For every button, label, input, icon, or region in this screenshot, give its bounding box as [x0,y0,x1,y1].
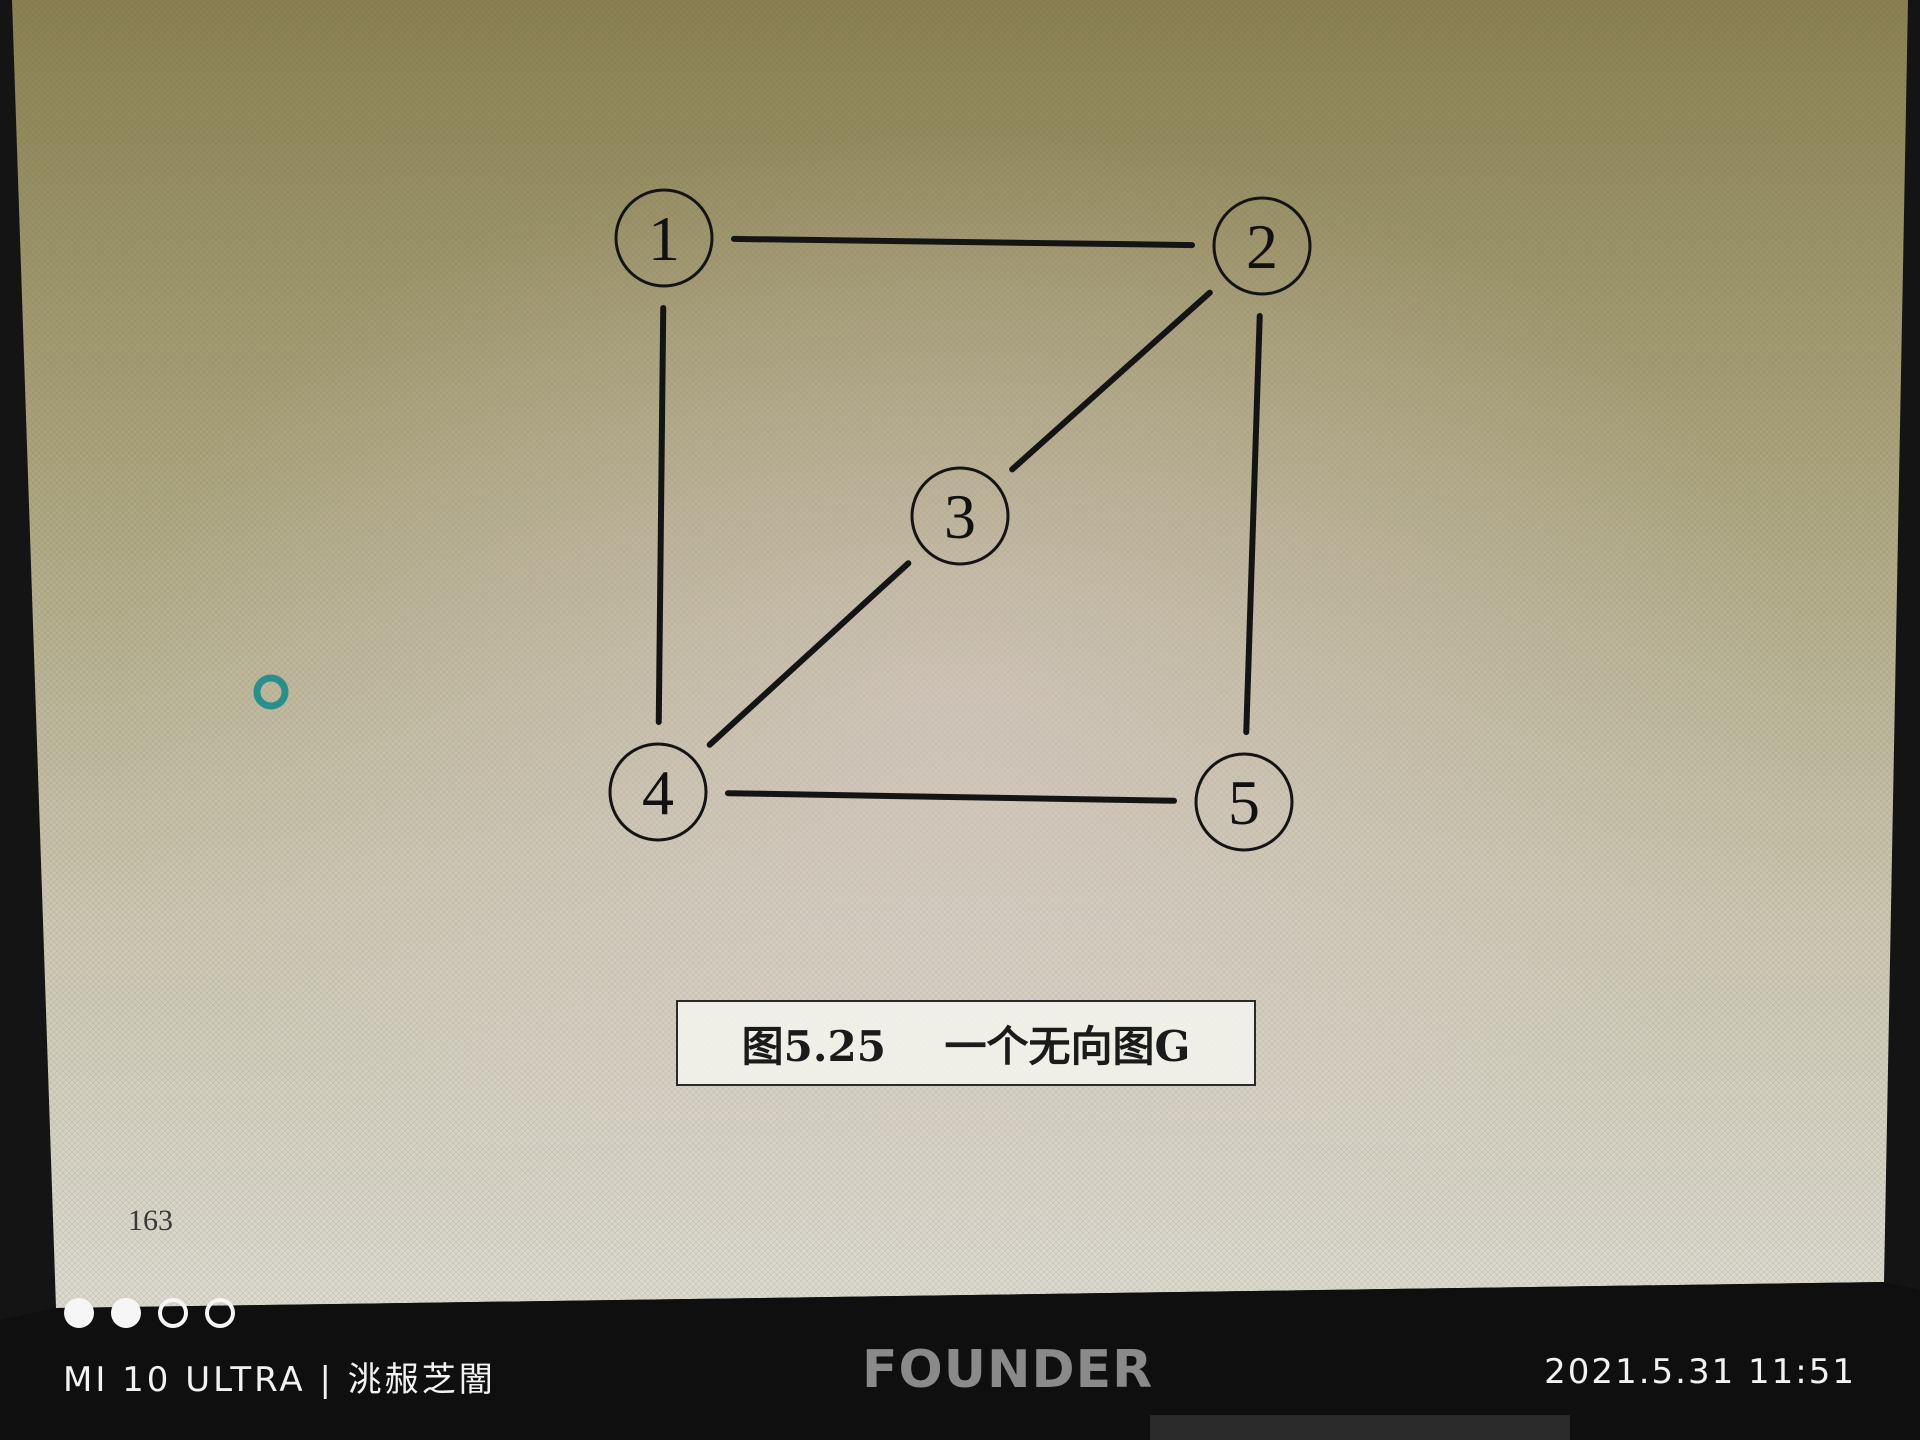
watermark-dot [158,1298,188,1328]
screen-glare [12,0,1908,1308]
graph-node-5: 5 [1194,752,1294,852]
watermark-dot [111,1298,141,1328]
graph-edge-1-4 [655,304,667,726]
busy-cursor-icon [253,674,289,710]
graph-node-1: 1 [614,188,714,288]
monitor-stand [1150,1415,1570,1440]
graph-edge-2-5 [1243,312,1263,736]
graph-node-circle [1212,196,1312,296]
watermark-dot [64,1298,94,1328]
monitor-brand-logo: FOUNDER [862,1340,1154,1400]
graph-node-label: 2 [1246,211,1278,282]
figure-caption-box: 图5.25 一个无向图G [676,1000,1256,1086]
figure-caption: 图5.25 一个无向图G [741,1021,1191,1071]
graph-node-3: 3 [910,466,1010,566]
graph-node-circle [608,742,708,842]
graph-edge-4-5 [724,790,1178,804]
graph-node-circle [614,188,714,288]
graph-node-label: 4 [642,757,674,828]
watermark-dot [205,1298,235,1328]
page-number: 163 [128,1204,173,1237]
graph-node-label: 1 [648,203,680,274]
graph-node-4: 4 [608,742,708,842]
graph-node-2: 2 [1212,196,1312,296]
graph-node-label: 5 [1228,767,1260,838]
camera-model-watermark: MI 10 ULTRA | 洮赧芝闇 [63,1360,496,1400]
monitor-lower-bezel [0,1282,1920,1440]
graph-node-circle [910,466,1010,566]
graph-nodes: 1 2 3 4 5 [608,188,1312,852]
graph-edges [655,235,1263,804]
graph-node-label: 3 [944,481,976,552]
capture-datetime-watermark: 2021.5.31 11:51 [1544,1352,1856,1392]
graph-edge-3-4 [706,560,912,748]
graph-edge-1-2 [730,235,1196,249]
graph-node-circle [1194,752,1294,852]
graph-edge-2-3 [1009,289,1213,473]
